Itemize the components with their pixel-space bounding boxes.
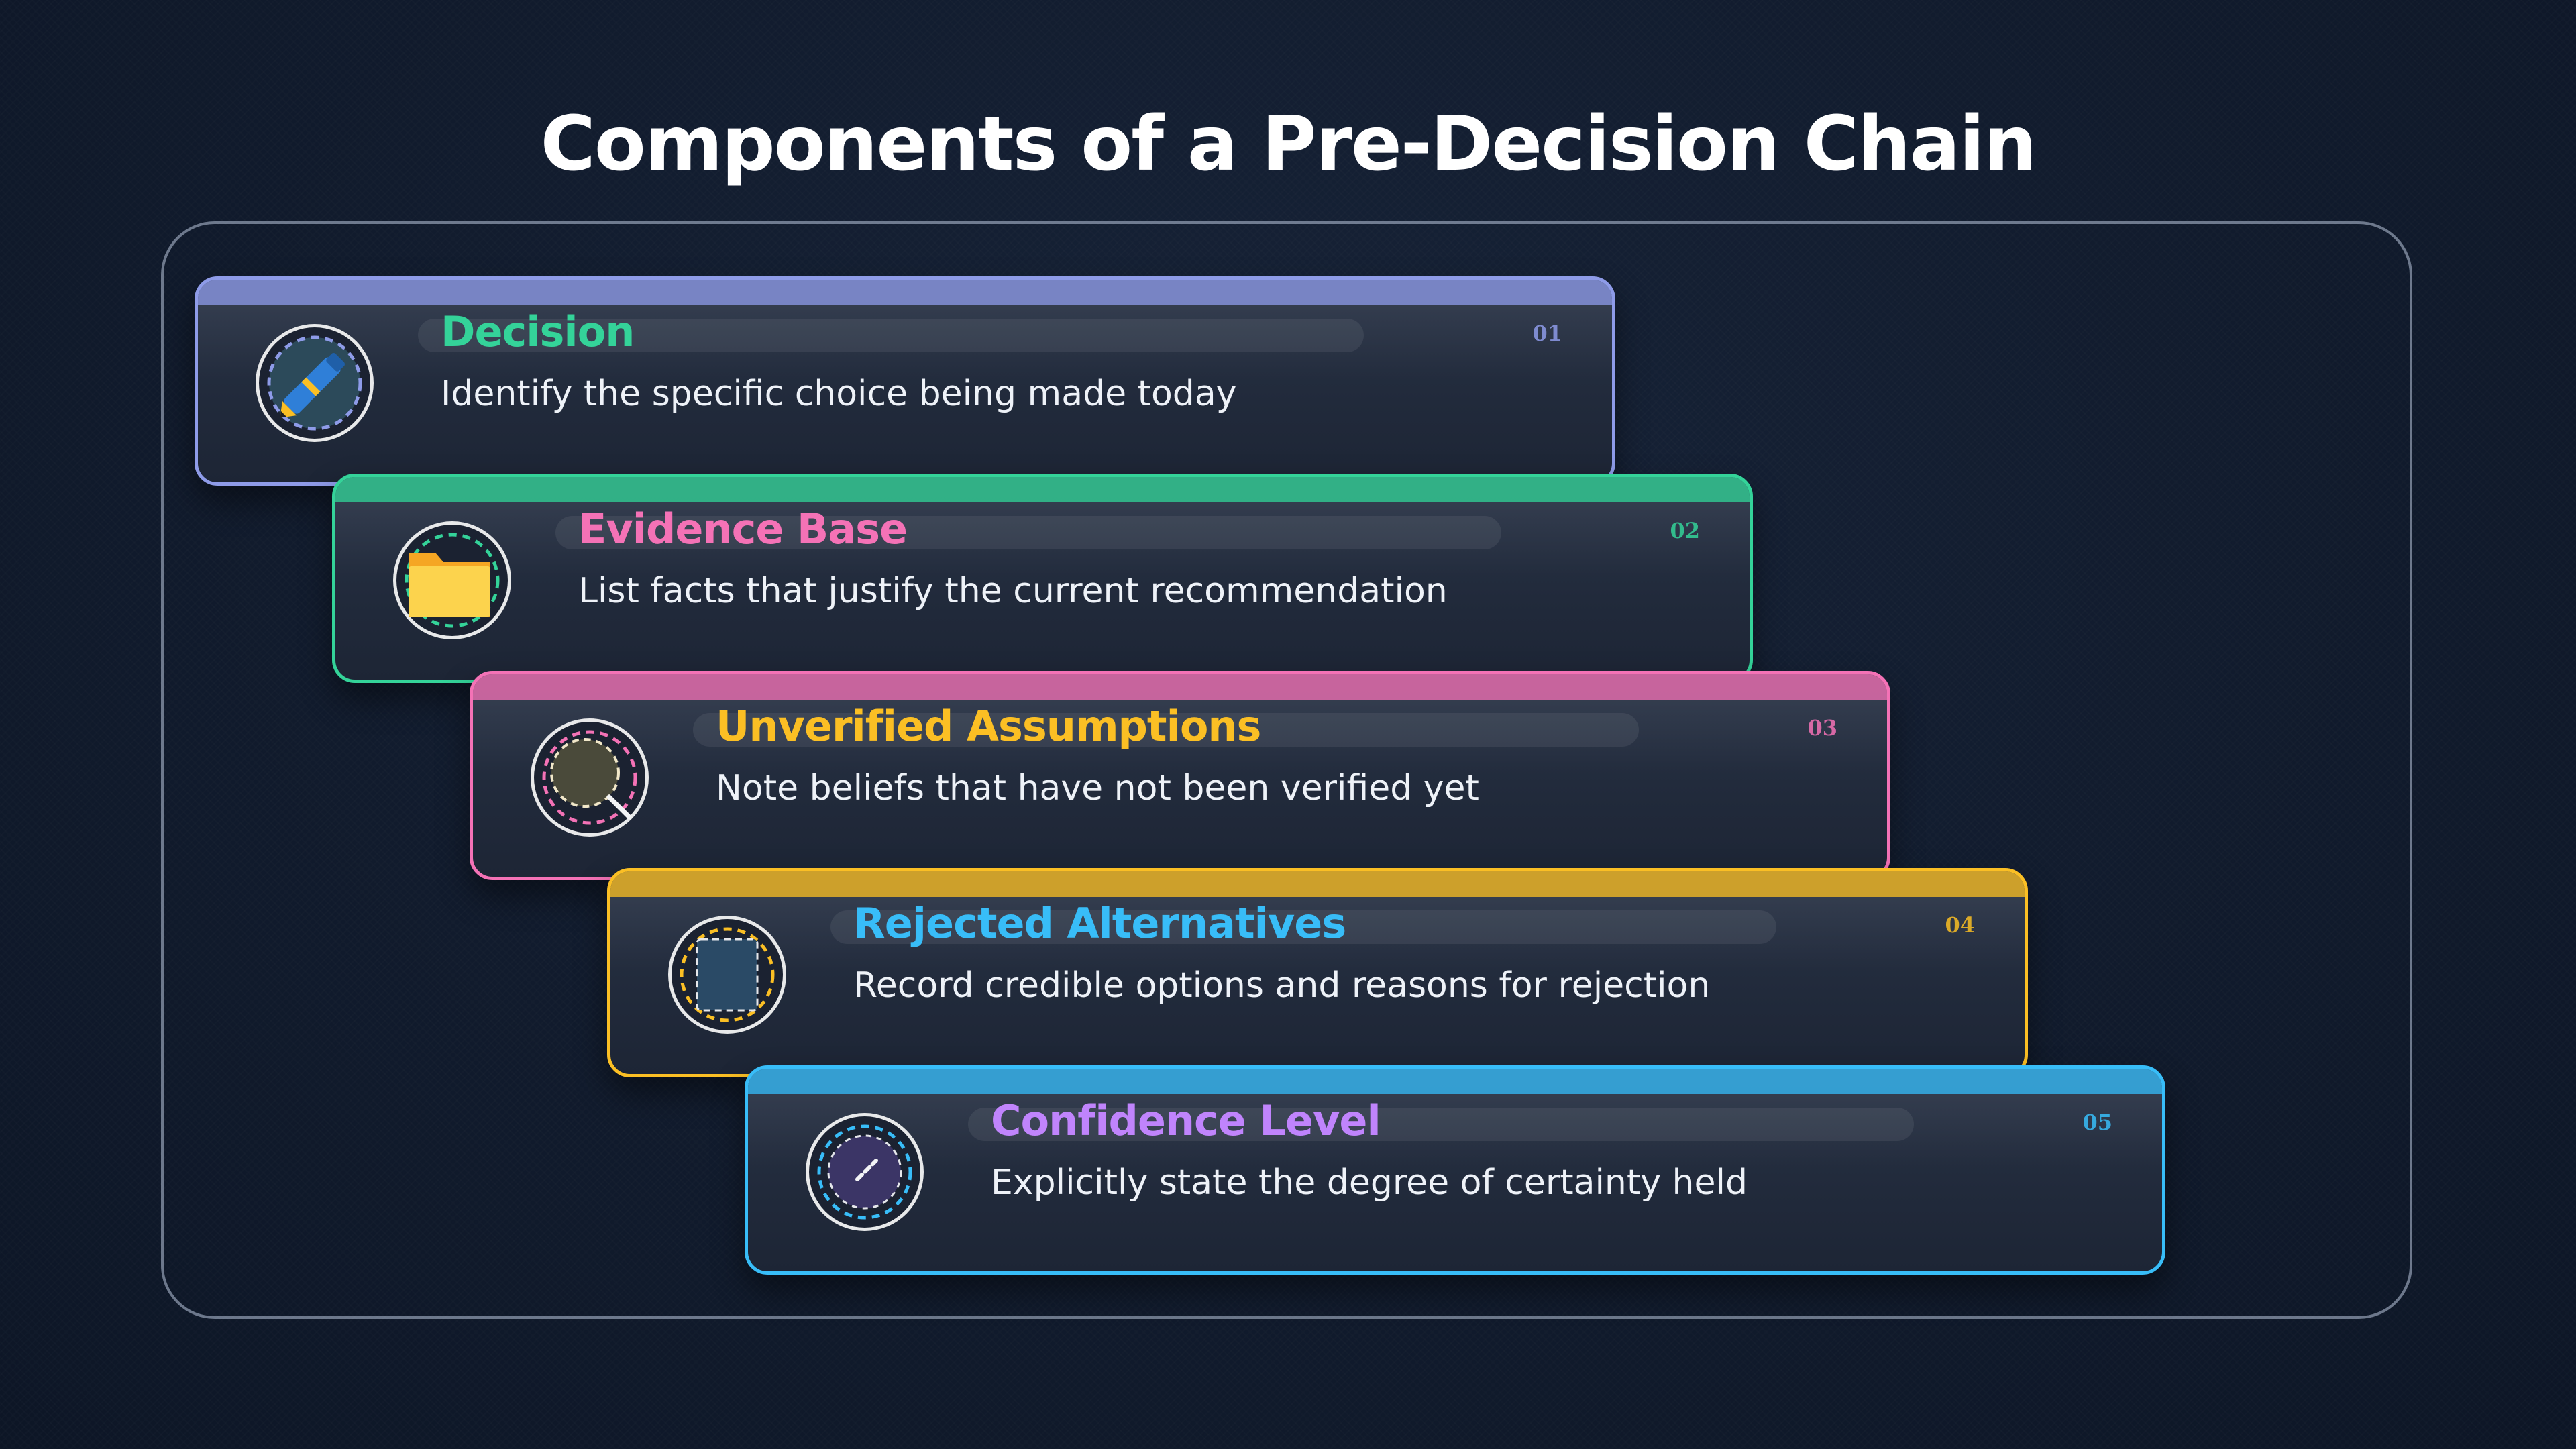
step-title: Decision [441,307,635,356]
step-card-decision: Decision Identify the specific choice be… [195,276,1615,486]
step-number: 03 [1807,715,1837,741]
gauge-icon [817,1124,912,1220]
step-title: Rejected Alternatives [853,899,1346,948]
pen-icon [267,335,362,431]
card-top-bar [473,674,1887,700]
diagram-frame [161,221,2412,1319]
step-icon-circle [668,916,786,1034]
step-icon-circle [531,718,649,837]
step-number: 02 [1670,518,1700,543]
step-description: Note beliefs that have not been verified… [716,768,1479,808]
step-card-evidence-base: Evidence Base List facts that justify th… [332,474,1753,683]
step-number: 05 [2082,1110,2112,1135]
document-icon [680,927,775,1022]
magnifier-icon [542,730,637,825]
step-card-rejected-alternatives: Rejected Alternatives Record credible op… [607,868,2028,1077]
step-title: Confidence Level [991,1096,1381,1145]
step-card-unverified-assumptions: Unverified Assumptions Note beliefs that… [470,671,1890,880]
step-description: Record credible options and reasons for … [853,965,1711,1006]
card-top-bar [610,871,2025,897]
step-description: List facts that justify the current reco… [578,571,1448,611]
card-top-bar [748,1069,2162,1094]
step-number: 04 [1945,912,1975,938]
step-icon-circle [393,521,511,639]
step-description: Explicitly state the degree of certainty… [991,1163,1748,1203]
folder-icon [405,533,500,628]
step-card-confidence-level: Confidence Level Explicitly state the de… [745,1065,2165,1275]
card-top-bar [198,280,1612,305]
step-title: Evidence Base [578,504,908,553]
step-description: Identify the specific choice being made … [441,374,1237,414]
step-icon-circle [806,1113,924,1231]
step-icon-circle [256,324,374,442]
step-number: 01 [1532,321,1562,346]
step-title: Unverified Assumptions [716,702,1261,751]
card-top-bar [335,477,1750,502]
page-title: Components of a Pre-Decision Chain [540,101,2037,188]
